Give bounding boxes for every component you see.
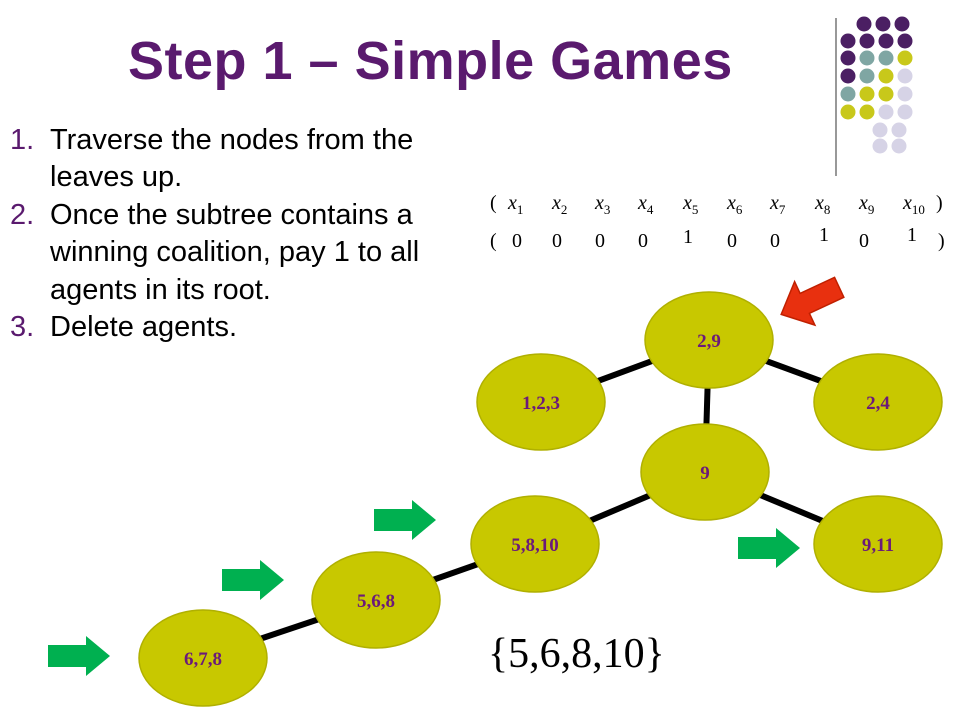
step-number: 3. xyxy=(10,311,35,344)
decor-dot xyxy=(872,122,888,138)
decor-dot xyxy=(859,86,875,102)
decor-dot xyxy=(878,33,894,49)
vector-variable: x8 xyxy=(815,192,831,217)
decor-dot xyxy=(897,86,913,102)
vector-variable: x1 xyxy=(508,192,524,217)
vector-variable: x6 xyxy=(727,192,743,217)
step-number: 2. xyxy=(10,198,35,231)
decor-dot xyxy=(859,50,875,66)
vector-variable: x4 xyxy=(638,192,654,217)
vector-value: 0 xyxy=(770,230,780,252)
step-text: Delete agents. xyxy=(50,311,238,344)
step-item: 3. Delete agents. xyxy=(10,309,480,346)
decor-dot xyxy=(840,86,856,102)
tree-node: 9,11 xyxy=(813,495,943,593)
vector-variable: x9 xyxy=(859,192,875,217)
green-arrow-icon xyxy=(738,528,800,568)
vector-value: 0 xyxy=(552,230,562,252)
vector-variable: x2 xyxy=(552,192,568,217)
decor-dot xyxy=(878,104,894,120)
decor-dot xyxy=(875,16,891,32)
node-ellipse xyxy=(813,353,943,451)
decor-dot xyxy=(840,33,856,49)
node-ellipse xyxy=(644,291,774,389)
step-item: 1. Traverse the nodes from the leaves up… xyxy=(10,122,480,197)
node-label: 5,6,8 xyxy=(357,591,395,612)
node-ellipse xyxy=(640,423,770,521)
decor-dot xyxy=(897,68,913,84)
decor-dot xyxy=(897,33,913,49)
red-arrow-shape xyxy=(780,276,845,327)
vector-value: 0 xyxy=(512,230,522,252)
vector-open-paren: ( xyxy=(490,192,497,214)
vector-open-paren: ( xyxy=(490,230,497,252)
decor-dot xyxy=(897,104,913,120)
red-arrow-icon xyxy=(780,276,845,327)
step-item: 2. Once the subtree contains a winning c… xyxy=(10,197,480,309)
decor-dot xyxy=(840,50,856,66)
payoff-vector-values: (0 0 0 0 1 0 0 1 0 1) xyxy=(490,224,950,260)
vector-value: 1 xyxy=(683,226,693,248)
tree-node: 5,6,8 xyxy=(311,551,441,649)
vector-value: 1 xyxy=(819,224,829,246)
vector-close-paren: ) xyxy=(936,192,943,214)
node-ellipse xyxy=(476,353,606,451)
tree-node: 2,9 xyxy=(644,291,774,389)
decor-dot xyxy=(856,16,872,32)
tree-node: 5,8,10 xyxy=(470,495,600,593)
step-text: Once the subtree contains a winning coal… xyxy=(50,198,420,306)
decor-dot xyxy=(894,16,910,32)
decor-dot xyxy=(891,138,907,154)
vector-variable: x7 xyxy=(770,192,786,217)
node-label: 9 xyxy=(700,463,710,484)
decor-dot xyxy=(897,50,913,66)
decor-dot xyxy=(859,104,875,120)
decor-dot xyxy=(878,68,894,84)
vector-value: 0 xyxy=(595,230,605,252)
decor-dot xyxy=(878,50,894,66)
slide-title: Step 1 – Simple Games xyxy=(128,31,733,91)
node-label: 9,11 xyxy=(862,535,894,556)
node-ellipse xyxy=(311,551,441,649)
tree-node: 2,4 xyxy=(813,353,943,451)
vector-variable: x5 xyxy=(683,192,699,217)
node-ellipse xyxy=(813,495,943,593)
tree-node: 9 xyxy=(640,423,770,521)
node-ellipse xyxy=(138,609,268,707)
vector-variable: x10 xyxy=(903,192,925,217)
node-label: 5,8,10 xyxy=(511,535,559,556)
vector-value: 0 xyxy=(727,230,737,252)
decor-dot xyxy=(840,68,856,84)
node-label: 2,9 xyxy=(697,331,721,352)
node-label: 2,4 xyxy=(866,393,890,414)
vector-value: 1 xyxy=(907,224,917,246)
step-number: 1. xyxy=(10,124,35,156)
vector-variable: x3 xyxy=(595,192,611,217)
vector-close-paren: ) xyxy=(938,230,945,252)
result-set-label: {5,6,8,10} xyxy=(488,631,665,677)
decor-dot xyxy=(891,122,907,138)
node-ellipse xyxy=(470,495,600,593)
decor-dot xyxy=(859,33,875,49)
vector-value: 0 xyxy=(638,230,648,252)
vector-value: 0 xyxy=(859,230,869,252)
step-text: Traverse the nodes from the leaves up. xyxy=(50,124,414,194)
steps-list: 1. Traverse the nodes from the leaves up… xyxy=(10,122,480,346)
decor-dot xyxy=(872,138,888,154)
payoff-vector-header: ( x1 x2 x3 x4 x5 x6 x7 x8 x9 x10) xyxy=(490,192,950,222)
green-arrow-icon xyxy=(222,560,284,600)
decor-dot xyxy=(878,86,894,102)
node-label: 6,7,8 xyxy=(184,649,222,670)
tree-node: 6,7,8 xyxy=(138,609,268,707)
decor-dot xyxy=(840,104,856,120)
node-label: 1,2,3 xyxy=(522,393,560,414)
green-arrow-icon xyxy=(374,500,436,540)
green-arrow-icon xyxy=(48,636,110,676)
decor-dot xyxy=(859,68,875,84)
tree-node: 1,2,3 xyxy=(476,353,606,451)
